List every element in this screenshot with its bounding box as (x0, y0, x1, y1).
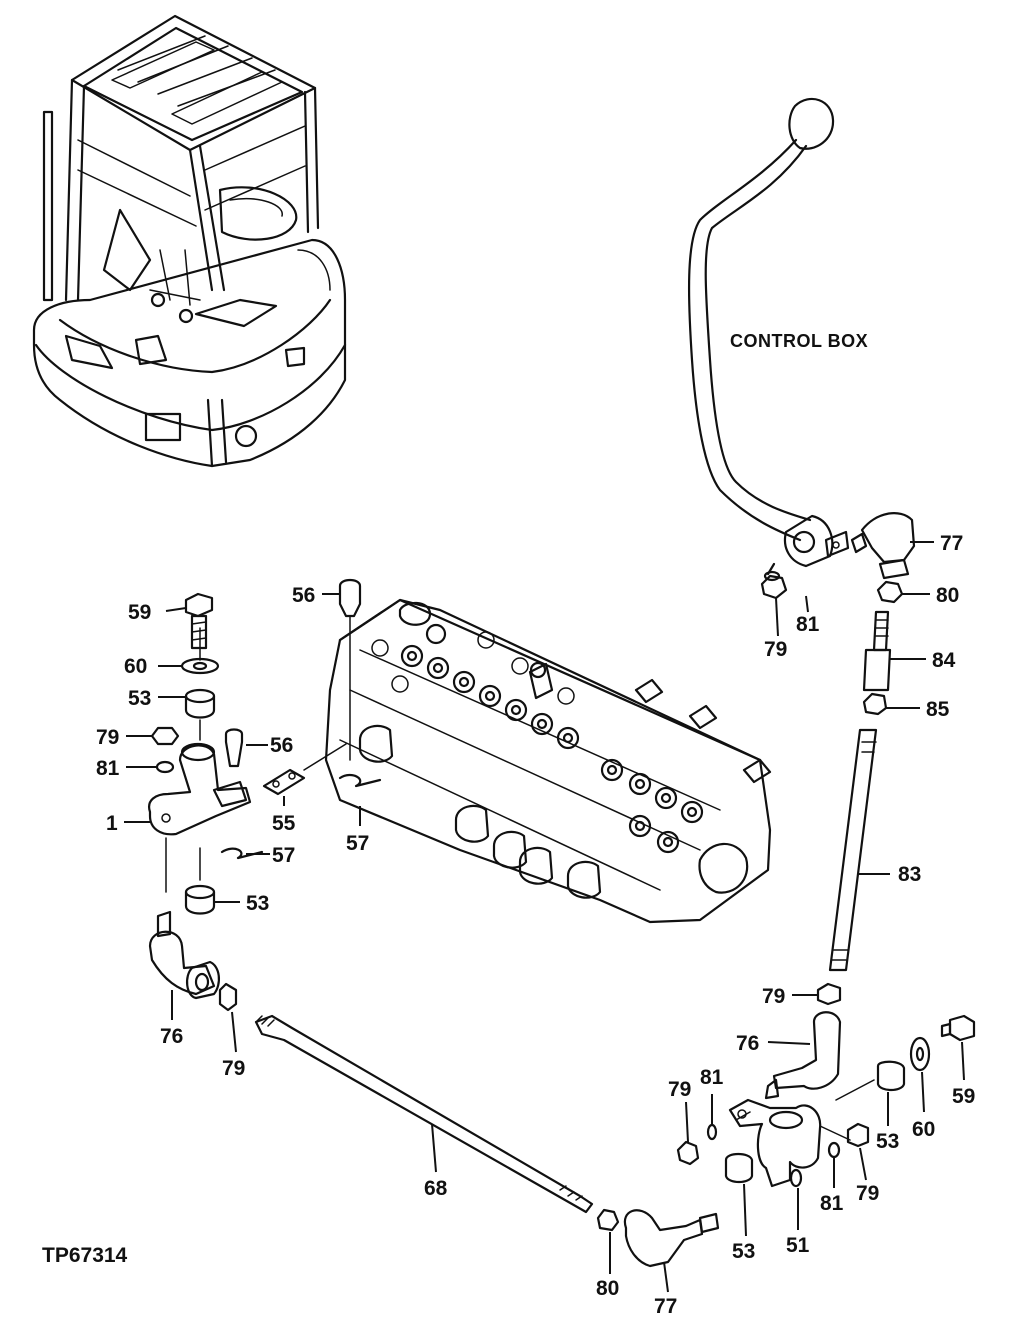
callout-55: 55 (272, 812, 296, 835)
callout-76: 76 (160, 1025, 183, 1048)
callout-79: 79 (764, 638, 787, 661)
leader-lines (124, 541, 965, 1293)
rod-68 (254, 1014, 594, 1214)
callout-57: 57 (272, 844, 295, 867)
callout-81: 81 (96, 757, 120, 780)
callout-83: 83 (898, 863, 921, 886)
callout-60: 60 (124, 655, 147, 678)
control-box-lever (687, 97, 850, 568)
callout-53: 53 (876, 1130, 899, 1153)
control-box-label: CONTROL BOX (730, 331, 868, 351)
callout-1: 1 (106, 812, 118, 835)
callout-84: 84 (932, 649, 956, 672)
callout-79: 79 (96, 726, 119, 749)
callout-80: 80 (936, 584, 959, 607)
callout-59: 59 (128, 601, 151, 624)
rod-83 (828, 728, 878, 972)
callout-57: 57 (346, 832, 369, 855)
callout-76: 76 (736, 1032, 759, 1055)
callout-60: 60 (912, 1118, 935, 1141)
callout-68: 68 (424, 1177, 448, 1200)
callout-56: 56 (270, 734, 293, 757)
callout-77: 77 (654, 1295, 677, 1318)
valve-pin-and-clip (338, 578, 382, 788)
callout-79: 79 (222, 1057, 245, 1080)
callout-81: 81 (700, 1066, 724, 1089)
callout-81: 81 (796, 613, 820, 636)
left-pivot-assembly (148, 592, 347, 1012)
figure-code: TP67314 (42, 1244, 128, 1267)
callout-79: 79 (668, 1078, 691, 1101)
bolt-59-left (184, 592, 214, 618)
callout-79: 79 (762, 985, 785, 1008)
callout-53: 53 (732, 1240, 755, 1263)
callout-85: 85 (926, 698, 950, 721)
callout-59: 59 (952, 1085, 975, 1108)
control-valve-assembly (324, 598, 772, 924)
callout-53: 53 (128, 687, 151, 710)
callout-53: 53 (246, 892, 269, 915)
callout-56: 56 (292, 584, 315, 607)
callout-79: 79 (856, 1182, 879, 1205)
right-lower-pivot (596, 982, 976, 1268)
callout-51: 51 (786, 1234, 810, 1257)
excavator-overview-illustration (32, 14, 347, 468)
callout-numbers: 59 60 53 79 81 1 56 55 57 53 56 57 76 79… (96, 532, 975, 1318)
callout-77: 77 (940, 532, 963, 555)
callout-80: 80 (596, 1277, 619, 1300)
callout-81: 81 (820, 1192, 844, 1215)
